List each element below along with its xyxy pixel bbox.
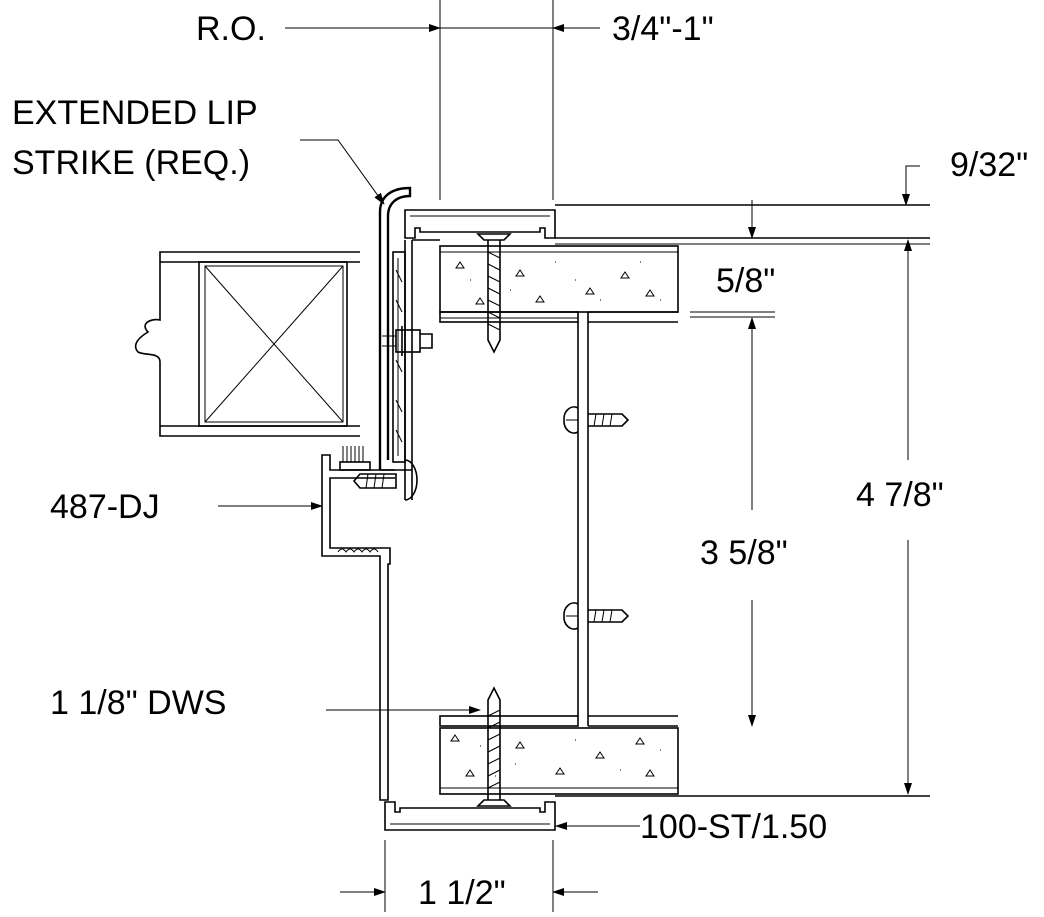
door-section-icon: [134, 251, 360, 437]
screw-icon: [563, 602, 630, 630]
screw-icon: [476, 686, 512, 807]
label-bottom-width: 1 1/2": [418, 874, 506, 912]
screw-icon: [476, 233, 512, 354]
label-stud-depth: 3 5/8": [700, 534, 788, 572]
top-stop-channel: [404, 204, 930, 245]
label-extended-lip-line1: EXTENDED LIP: [12, 94, 258, 132]
screw-icon: [382, 326, 433, 356]
label-frame-part: 487-DJ: [50, 488, 160, 526]
label-top-gap: 9/32": [950, 146, 1028, 184]
label-dws: 1 1/8" DWS: [50, 684, 226, 722]
frame-487-dj: [321, 454, 395, 801]
label-ro: R.O.: [196, 10, 266, 48]
label-drywall-thickness: 5/8": [716, 262, 775, 300]
steel-stud: [577, 311, 678, 726]
label-lip-gap: 3/4"-1": [612, 10, 714, 48]
dimension-lines: [218, 0, 920, 912]
drywall-lower: [439, 715, 679, 795]
label-stop-part: 100-ST/1.50: [640, 808, 827, 846]
bottom-stop-channel: [384, 795, 930, 831]
drywall-upper: [439, 245, 679, 323]
label-extended-lip-line2: STRIKE (REQ.): [12, 144, 250, 182]
weatherstrip-icon: [339, 446, 371, 471]
label-overall-depth: 4 7/8": [856, 476, 944, 514]
screw-icon: [563, 406, 630, 434]
jamb-face: [380, 239, 440, 500]
screw-icon: [352, 459, 418, 501]
